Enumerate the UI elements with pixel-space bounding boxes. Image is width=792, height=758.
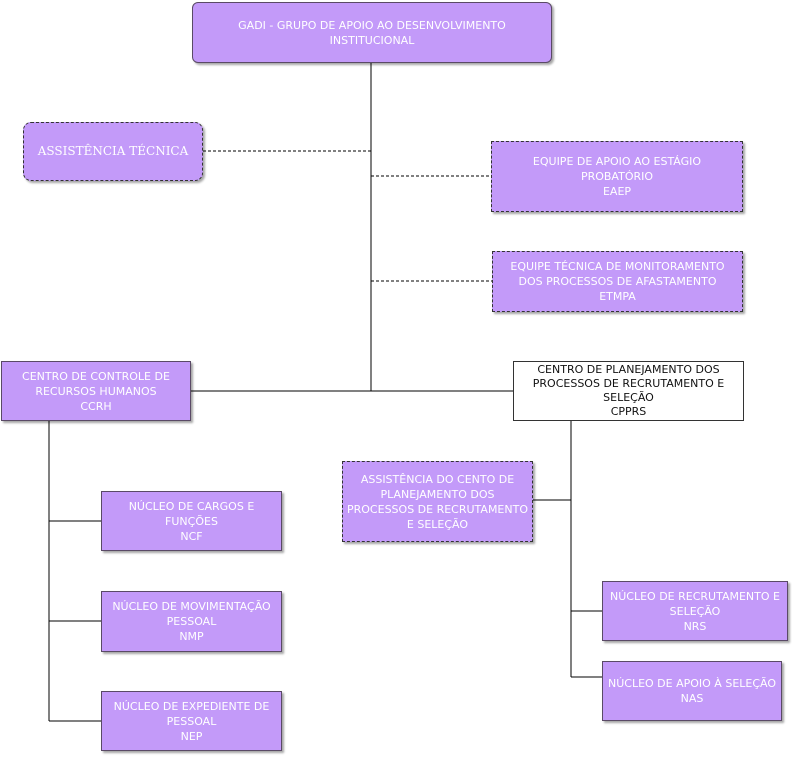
node-eaep-line1: EQUIPE DE APOIO AO ESTÁGIO bbox=[532, 155, 702, 168]
node-assistencia-tecnica-line1: ASSISTÊNCIA TÉCNICA bbox=[37, 144, 189, 158]
node-nep-line2: PESSOAL bbox=[166, 714, 217, 728]
node-ncf-line2: FUNÇÕES bbox=[165, 514, 218, 528]
node-ccrh: CENTRO DE CONTROLE DE RECURSOS HUMANOS C… bbox=[1, 361, 191, 421]
node-cpprs: CENTRO DE PLANEJAMENTO DOS PROCESSOS DE … bbox=[513, 361, 744, 421]
node-nmp-line2: PESSOAL bbox=[166, 615, 217, 628]
node-etmpa-line3: ETMPA bbox=[599, 290, 636, 303]
node-ncf-line3: NCF bbox=[180, 529, 203, 543]
node-ncf-line1: NÚCLEO DE CARGOS E bbox=[128, 499, 255, 513]
node-nep-line1: NÚCLEO DE EXPEDIENTE DE bbox=[113, 699, 270, 713]
node-nas-line2: NAS bbox=[680, 692, 704, 705]
node-assistencia-cpprs-line1: ASSISTÊNCIA DO CENTO DE bbox=[360, 472, 515, 486]
node-assistencia-cpprs-line4: E SELEÇÃO bbox=[406, 517, 469, 531]
node-assistencia-tecnica: ASSISTÊNCIA TÉCNICA bbox=[23, 122, 203, 181]
node-ccrh-line1: CENTRO DE CONTROLE DE bbox=[22, 369, 170, 383]
node-nmp-line3: NMP bbox=[179, 630, 204, 643]
node-gadi-line1: GADI - GRUPO DE APOIO AO DESENVOLVIMENTO bbox=[238, 18, 506, 32]
node-gadi-line2: INSTITUCIONAL bbox=[329, 33, 415, 47]
node-cpprs-line3: SELEÇÃO bbox=[603, 391, 654, 404]
node-nep-line3: NEP bbox=[180, 729, 203, 743]
node-etmpa-line1: EQUIPE TÉCNICA DE MONITORAMENTO bbox=[510, 260, 725, 273]
node-assistencia-cpprs-line3: PROCESSOS DE RECRUTAMENTO bbox=[347, 502, 528, 516]
node-nrs-line2: SELEÇÃO bbox=[669, 604, 721, 618]
node-nrs: NÚCLEO DE RECRUTAMENTO E SELEÇÃO NRS bbox=[602, 581, 788, 641]
node-nas: NÚCLEO DE APOIO À SELEÇÃO NAS bbox=[602, 661, 782, 721]
node-nrs-line3: NRS bbox=[683, 619, 707, 633]
node-nmp: NÚCLEO DE MOVIMENTAÇÃO PESSOAL NMP bbox=[101, 591, 282, 652]
node-nmp-line1: NÚCLEO DE MOVIMENTAÇÃO bbox=[112, 600, 271, 613]
node-nep: NÚCLEO DE EXPEDIENTE DE PESSOAL NEP bbox=[101, 691, 282, 751]
node-nas-line1: NÚCLEO DE APOIO À SELEÇÃO bbox=[607, 677, 777, 690]
node-etmpa-line2: DOS PROCESSOS DE AFASTAMENTO bbox=[518, 275, 717, 288]
node-cpprs-line2: PROCESSOS DE RECRUTAMENTO E bbox=[532, 377, 725, 390]
node-cpprs-line1: CENTRO DE PLANEJAMENTO DOS bbox=[537, 363, 720, 376]
node-ccrh-line3: CCRH bbox=[80, 399, 112, 413]
node-gadi: GADI - GRUPO DE APOIO AO DESENVOLVIMENTO… bbox=[192, 2, 552, 63]
node-cpprs-line4: CPPRS bbox=[610, 405, 647, 418]
node-eaep-line2: PROBATÓRIO bbox=[580, 170, 654, 183]
node-eaep: EQUIPE DE APOIO AO ESTÁGIO PROBATÓRIO EA… bbox=[491, 141, 743, 212]
node-nrs-line1: NÚCLEO DE RECRUTAMENTO E bbox=[610, 589, 780, 603]
node-etmpa: EQUIPE TÉCNICA DE MONITORAMENTO DOS PROC… bbox=[492, 251, 743, 312]
node-assistencia-cpprs: ASSISTÊNCIA DO CENTO DE PLANEJAMENTO DOS… bbox=[342, 461, 533, 542]
node-ncf: NÚCLEO DE CARGOS E FUNÇÕES NCF bbox=[101, 491, 282, 551]
node-ccrh-line2: RECURSOS HUMANOS bbox=[35, 384, 157, 398]
node-eaep-line3: EAEP bbox=[602, 185, 632, 198]
node-assistencia-cpprs-line2: PLANEJAMENTO DOS bbox=[380, 487, 495, 501]
